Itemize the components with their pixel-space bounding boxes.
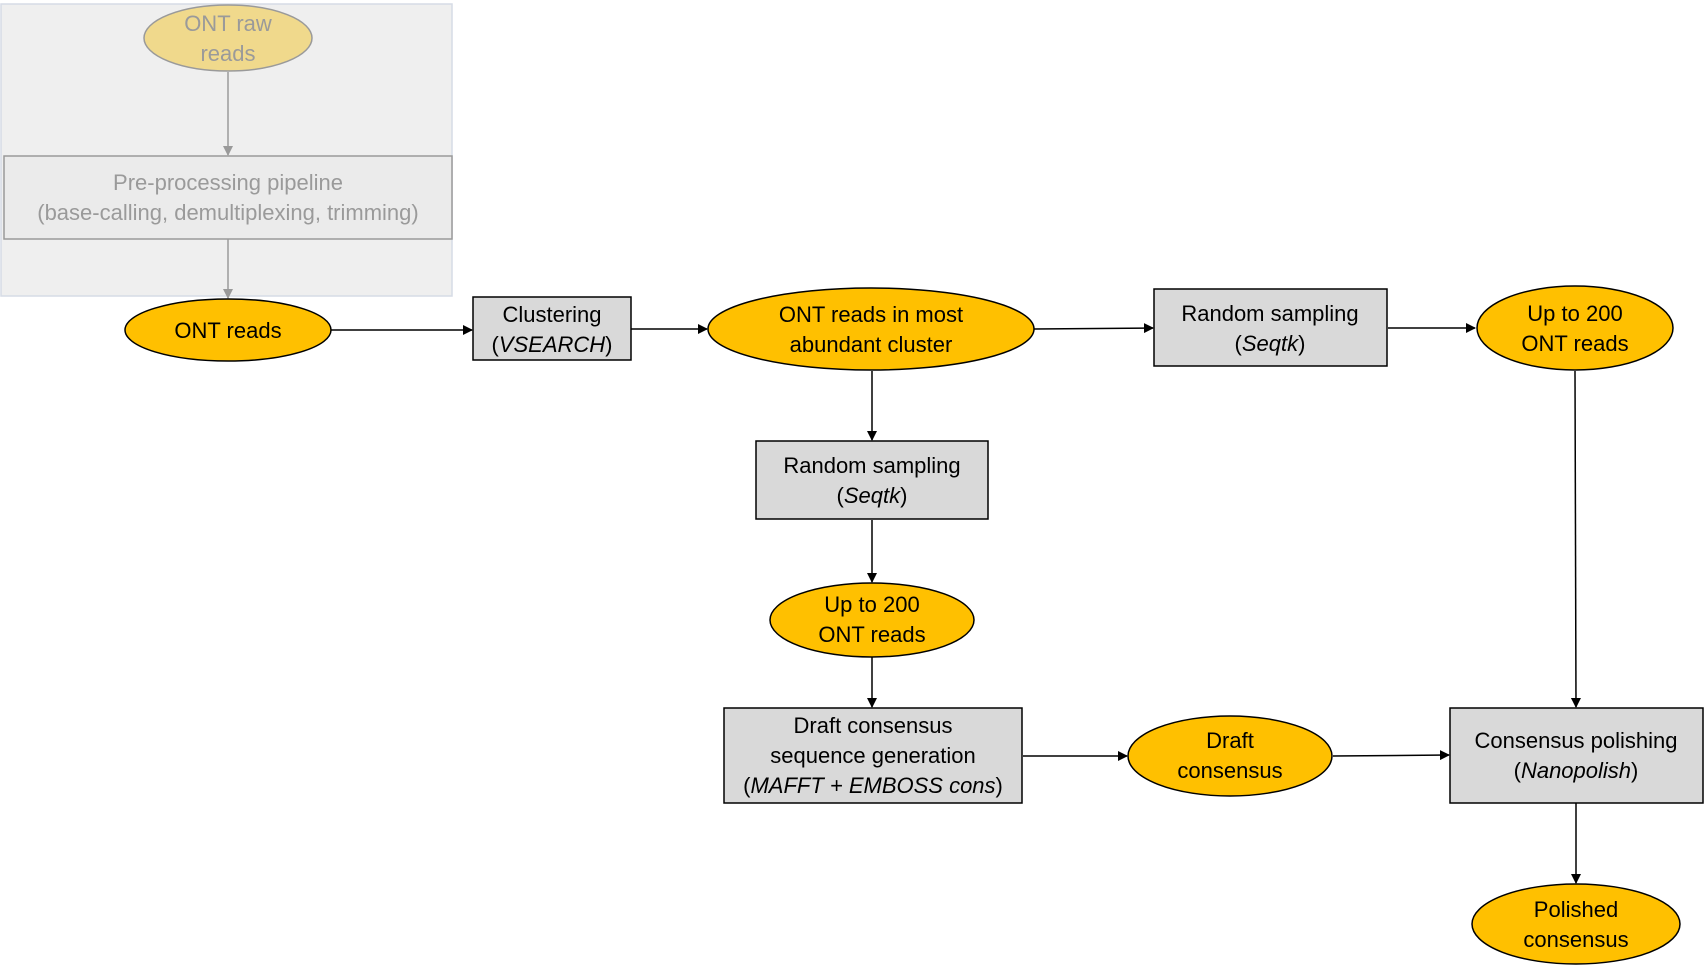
consensus-polishing-line1: Consensus polishing — [1474, 728, 1677, 753]
node-polished-consensus: Polished consensus — [1471, 883, 1681, 965]
node-ont-reads: ONT reads — [124, 298, 332, 362]
node-random-sampling-top: Random sampling (Seqtk) — [1153, 288, 1388, 367]
ont-raw-reads-line1: ONT raw — [184, 11, 272, 36]
node-preprocessing-pipeline: Pre-processing pipeline (base-calling, d… — [3, 155, 453, 240]
up200-mid-line1: Up to 200 — [824, 592, 919, 617]
node-consensus-polishing: Consensus polishing (Nanopolish) — [1449, 707, 1704, 804]
draft-generation-line2: sequence generation — [770, 743, 976, 768]
random-sampling-top-line1: Random sampling — [1181, 301, 1358, 326]
node-abundant-cluster: ONT reads in most abundant cluster — [707, 287, 1035, 371]
abundant-cluster-line2: abundant cluster — [790, 332, 953, 357]
edge-up200-top-to-polishing — [1570, 370, 1581, 708]
draft-consensus-line2: consensus — [1177, 758, 1282, 783]
polished-consensus-line2: consensus — [1523, 927, 1628, 952]
random-sampling-mid-line2: (Seqtk) — [837, 483, 908, 508]
node-draft-generation: Draft consensus sequence generation (MAF… — [723, 707, 1023, 804]
up200-top-line2: ONT reads — [1521, 331, 1628, 356]
abundant-cluster-line1: ONT reads in most — [779, 302, 963, 327]
draft-generation-line3: (MAFFT + EMBOSS cons) — [743, 773, 1003, 798]
node-random-sampling-mid: Random sampling (Seqtk) — [755, 440, 989, 520]
up200-top-line1: Up to 200 — [1527, 301, 1622, 326]
edge-cluster-to-sampling-top — [1033, 323, 1154, 334]
random-sampling-mid-line1: Random sampling — [783, 453, 960, 478]
ont-reads-label: ONT reads — [174, 318, 281, 343]
node-up-to-200-top: Up to 200 ONT reads — [1476, 285, 1674, 371]
polished-consensus-line1: Polished — [1534, 897, 1618, 922]
clustering-line2: (VSEARCH) — [491, 332, 612, 357]
up200-mid-line2: ONT reads — [818, 622, 925, 647]
random-sampling-top-line2: (Seqtk) — [1235, 331, 1306, 356]
node-ont-raw-reads: ONT raw reads — [143, 4, 313, 72]
clustering-line1: Clustering — [502, 302, 601, 327]
node-clustering: Clustering (VSEARCH) — [472, 296, 632, 361]
node-up-to-200-mid: Up to 200 ONT reads — [769, 582, 975, 658]
consensus-polishing-line2: (Nanopolish) — [1514, 758, 1639, 783]
ont-raw-reads-line2: reads — [200, 41, 255, 66]
draft-generation-line1: Draft consensus — [794, 713, 953, 738]
node-draft-consensus: Draft consensus — [1127, 715, 1333, 797]
preprocessing-line2: (base-calling, demultiplexing, trimming) — [37, 200, 418, 225]
draft-consensus-line1: Draft — [1206, 728, 1254, 753]
preprocessing-line1: Pre-processing pipeline — [113, 170, 343, 195]
edge-draft-consensus-to-polishing — [1332, 750, 1450, 761]
